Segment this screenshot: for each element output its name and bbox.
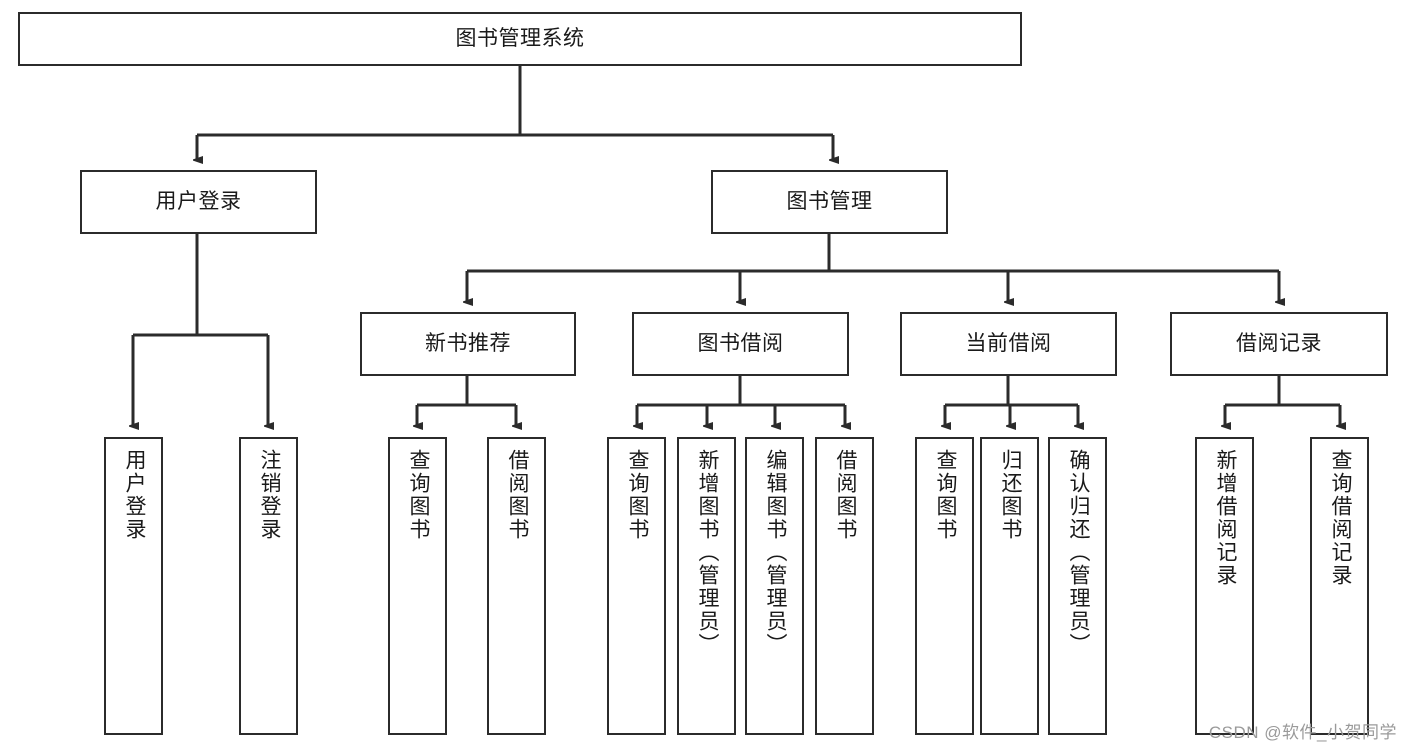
leaf-current-return-book[interactable]: 归还图书 [980, 437, 1039, 735]
node-root-label: 图书管理系统 [455, 26, 585, 50]
node-current-borrow-label: 当前借阅 [965, 331, 1052, 355]
leaf-current-query-book[interactable]: 查询图书 [915, 437, 974, 735]
leaf-recommend-borrow-book-label: 借阅图书 [505, 449, 529, 541]
leaf-borrow-borrow-book[interactable]: 借阅图书 [815, 437, 874, 735]
leaf-records-query-record[interactable]: 查询借阅记录 [1310, 437, 1369, 735]
leaf-user-login-signout[interactable]: 注销登录 [239, 437, 298, 735]
leaf-records-add-record[interactable]: 新增借阅记录 [1195, 437, 1254, 735]
node-book-management[interactable]: 图书管理 [711, 170, 948, 234]
node-book-management-label: 图书管理 [786, 189, 873, 213]
watermark-text: CSDN @软件_小贺同学 [1208, 723, 1397, 742]
leaf-user-login-signin-label: 用户登录 [122, 449, 146, 541]
leaf-borrow-query-book[interactable]: 查询图书 [607, 437, 666, 735]
node-root[interactable]: 图书管理系统 [18, 12, 1022, 66]
leaf-current-confirm-return[interactable]: 确认归还（管理员） [1048, 437, 1107, 735]
leaf-current-query-book-label: 查询图书 [933, 449, 957, 541]
leaf-current-confirm-return-label: 确认归还（管理员） [1066, 449, 1090, 656]
node-borrow-records[interactable]: 借阅记录 [1170, 312, 1388, 376]
leaf-borrow-edit-book-label: 编辑图书（管理员） [763, 449, 787, 656]
node-borrow-records-label: 借阅记录 [1236, 331, 1322, 355]
leaf-user-login-signin[interactable]: 用户登录 [104, 437, 163, 735]
leaf-recommend-query-book-label: 查询图书 [406, 449, 430, 541]
leaf-user-login-signout-label: 注销登录 [257, 449, 281, 541]
leaf-borrow-edit-book[interactable]: 编辑图书（管理员） [745, 437, 804, 735]
node-current-borrow[interactable]: 当前借阅 [900, 312, 1117, 376]
node-user-login[interactable]: 用户登录 [80, 170, 317, 234]
node-user-login-label: 用户登录 [155, 189, 242, 213]
leaf-current-return-book-label: 归还图书 [998, 449, 1022, 541]
node-book-borrow[interactable]: 图书借阅 [632, 312, 849, 376]
leaf-recommend-borrow-book[interactable]: 借阅图书 [487, 437, 546, 735]
leaf-recommend-query-book[interactable]: 查询图书 [388, 437, 447, 735]
leaf-records-add-record-label: 新增借阅记录 [1213, 449, 1237, 587]
node-book-borrow-label: 图书借阅 [697, 331, 784, 355]
node-new-book-recommend-label: 新书推荐 [425, 331, 511, 355]
leaf-records-query-record-label: 查询借阅记录 [1328, 449, 1352, 587]
leaf-borrow-add-book[interactable]: 新增图书（管理员） [677, 437, 736, 735]
leaf-borrow-borrow-book-label: 借阅图书 [833, 449, 857, 541]
leaf-borrow-query-book-label: 查询图书 [625, 449, 649, 541]
leaf-borrow-add-book-label: 新增图书（管理员） [695, 449, 719, 656]
node-new-book-recommend[interactable]: 新书推荐 [360, 312, 576, 376]
